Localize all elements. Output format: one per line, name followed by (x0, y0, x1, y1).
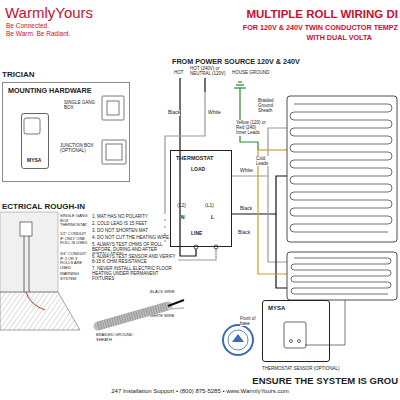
callout-label: 3/4" CONDUIT IF 2 OR 3 ROLLS ARE USED (60, 252, 90, 270)
wire-label: Black (238, 230, 250, 236)
drawing-stroke (268, 176, 287, 262)
node-text: MOUNTING HARDWARE (8, 87, 91, 95)
section-heading: TRICIAN (2, 70, 34, 79)
wires (165, 78, 345, 345)
drawing-stroke (29, 236, 30, 292)
drawing-stroke (258, 150, 287, 274)
wire-label: WHITE WIRE (150, 314, 174, 319)
warning-heading: ENSURE THE SYSTEM IS GROU (252, 376, 398, 387)
tagline: Be Warm. Be Radiant. (6, 30, 70, 37)
drawing-stroke (168, 300, 184, 306)
drawing-stroke (194, 245, 198, 249)
drawing-stroke (179, 78, 180, 92)
wire-label: Black (168, 110, 180, 116)
footer-text: 247 Installation Support • (800) 875-528… (111, 388, 289, 395)
wire-label: BRAIDED GROUND SHEATH (96, 333, 146, 342)
node-text: MYSA (27, 158, 41, 164)
sensor-base (284, 322, 306, 348)
drawing-stroke (107, 101, 119, 115)
note: 4. DO NOT CUT THE HEATING WIRE (92, 235, 178, 240)
callout-label: WARNING SYSTEM (60, 272, 90, 281)
sensor-base-box: MYSA (262, 300, 330, 362)
part-label: Front of base (240, 316, 260, 326)
section-heading: ECTRICAL ROUGH-IN (2, 202, 85, 211)
drawing-stroke (223, 325, 253, 355)
node-text: L (211, 215, 214, 221)
thermostat-icon: MYSA (21, 113, 49, 169)
drawing-stroke (168, 308, 184, 309)
subtitle: WITH DUAL VOLTA (307, 34, 372, 42)
node-text: (L1) (205, 203, 214, 209)
drawing-stroke (204, 78, 205, 92)
drawing-stroke (102, 140, 126, 164)
drawing-stroke (106, 144, 122, 160)
heating-mats (287, 96, 397, 300)
drawing-stroke (236, 84, 244, 85)
cable-illustration (98, 300, 184, 326)
node-text: MYSA (268, 305, 285, 312)
wire-label: Yellow (120) or Red (240) Inner Leads (236, 120, 266, 136)
drawing-stroke (291, 258, 391, 294)
wire-label: White (240, 168, 253, 174)
wire-label: HOUSE GROUND (232, 70, 269, 75)
drawing-stroke (284, 322, 306, 348)
wire-label: Cold Leads (256, 156, 274, 166)
wire-label: Braided Ground Sheath (258, 98, 284, 114)
wire-label: BLACK WIRE (150, 290, 175, 295)
drawing-stroke (0, 212, 58, 292)
thermostat-box: THERMOSTAT LOAD (L2) (L1) N L LINE (170, 150, 232, 247)
drawing-stroke (26, 292, 45, 310)
part-label: SINGLE GANG BOX (64, 100, 100, 110)
brand-logo: WarmlyYours (5, 4, 93, 21)
note: 1. MAT HAS NO POLARITY (92, 214, 178, 219)
drawing-stroke (232, 176, 287, 214)
drawing-stroke (214, 245, 218, 249)
mounting-icons (24, 96, 126, 164)
drawing-stroke (240, 88, 258, 150)
node-text: LOAD (191, 167, 205, 173)
drawing-stroke (287, 252, 397, 300)
drawing-stroke (238, 81, 242, 82)
heating-wire (290, 104, 392, 294)
drawing-stroke (305, 300, 345, 345)
drawing-stroke (228, 330, 248, 350)
wire-label: HOT (174, 70, 184, 75)
drawing-stroke (234, 87, 246, 88)
drawing-stroke (258, 149, 287, 150)
callout-label: 1/2" CONDUIT IF ONLY ONE ROLL IS USED (60, 232, 90, 246)
drawing-stroke (290, 104, 392, 232)
certification-seal (223, 325, 253, 355)
note: 2. COLD LEAD IS 15 FEET (92, 221, 178, 226)
wire-label: Black (240, 206, 252, 212)
rough-in-illustration (0, 212, 80, 330)
drawing-stroke (20, 222, 32, 236)
wire-label: HOT (240V) or NEUTRAL (120V) (190, 66, 228, 76)
node-text: THERMOSTAT (176, 155, 213, 161)
drawing-stroke (0, 292, 80, 330)
drawing-stroke (276, 214, 287, 288)
node-text: LINE (191, 231, 202, 237)
subtitle: FOR 120V & 240V TWIN CONDUCTOR TEMPZ (243, 24, 398, 32)
drawing-stroke (102, 96, 124, 120)
drawing-stroke (232, 334, 244, 342)
drawing-stroke (287, 96, 397, 242)
drawing-stroke (24, 236, 25, 292)
wire-label: White (208, 110, 221, 116)
drawing-stroke (24, 118, 40, 134)
callout-label: SINGLE GANG BOX THERMOSTAT (60, 214, 90, 228)
panel-box: MOUNTING HARDWARE MYSA (2, 82, 130, 182)
drawing-stroke (290, 340, 293, 343)
tagline: Be Connected. (6, 22, 49, 29)
node-text: (L2) (177, 203, 186, 209)
part-label: JUNCTION BOX (OPTIONAL) (60, 143, 100, 153)
drawing-stroke (298, 340, 301, 343)
part-label: THERMOSTAT SENSOR (OPTIONAL) (262, 366, 340, 371)
node-text: N (181, 215, 185, 221)
note: 3. DO NOT SHORTEN MAT (92, 228, 178, 233)
diagram-title: MULTIPLE ROLL WIRING DI (246, 8, 398, 21)
note: 7. NEVER INSTALL ELECTRIC FLOOR HEATING … (92, 266, 178, 282)
drawing-stroke (168, 308, 184, 309)
note: 6. ALWAYS TEST SENSOR AND VERIFY 8-15 K … (92, 254, 178, 264)
